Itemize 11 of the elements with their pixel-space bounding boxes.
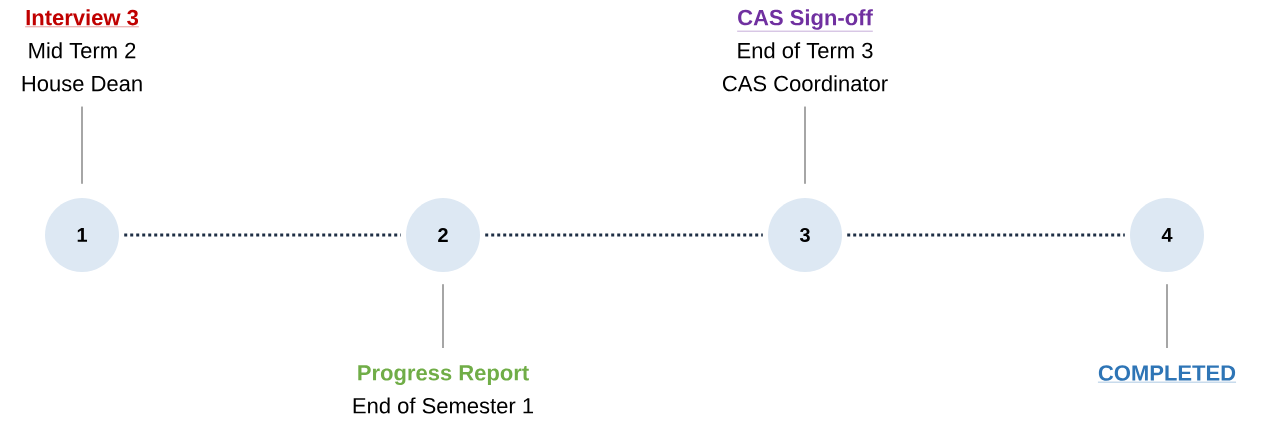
leader-line: [81, 105, 83, 185]
milestone-label: CAS Sign-off End of Term 3 CAS Coordinator: [722, 9, 888, 92]
dotted-line: [847, 233, 1125, 237]
milestone-label: Interview 3 Mid Term 2 House Dean: [22, 9, 142, 92]
leader-line: [442, 283, 444, 349]
dotted-line: [124, 233, 401, 237]
leader-line: [1166, 283, 1168, 349]
milestone-label: Progress Report End of Semester 1: [353, 365, 533, 414]
milestone-label: COMPLETED: [1097, 365, 1237, 383]
dotted-line: [485, 233, 763, 237]
leader-line: [804, 105, 806, 185]
